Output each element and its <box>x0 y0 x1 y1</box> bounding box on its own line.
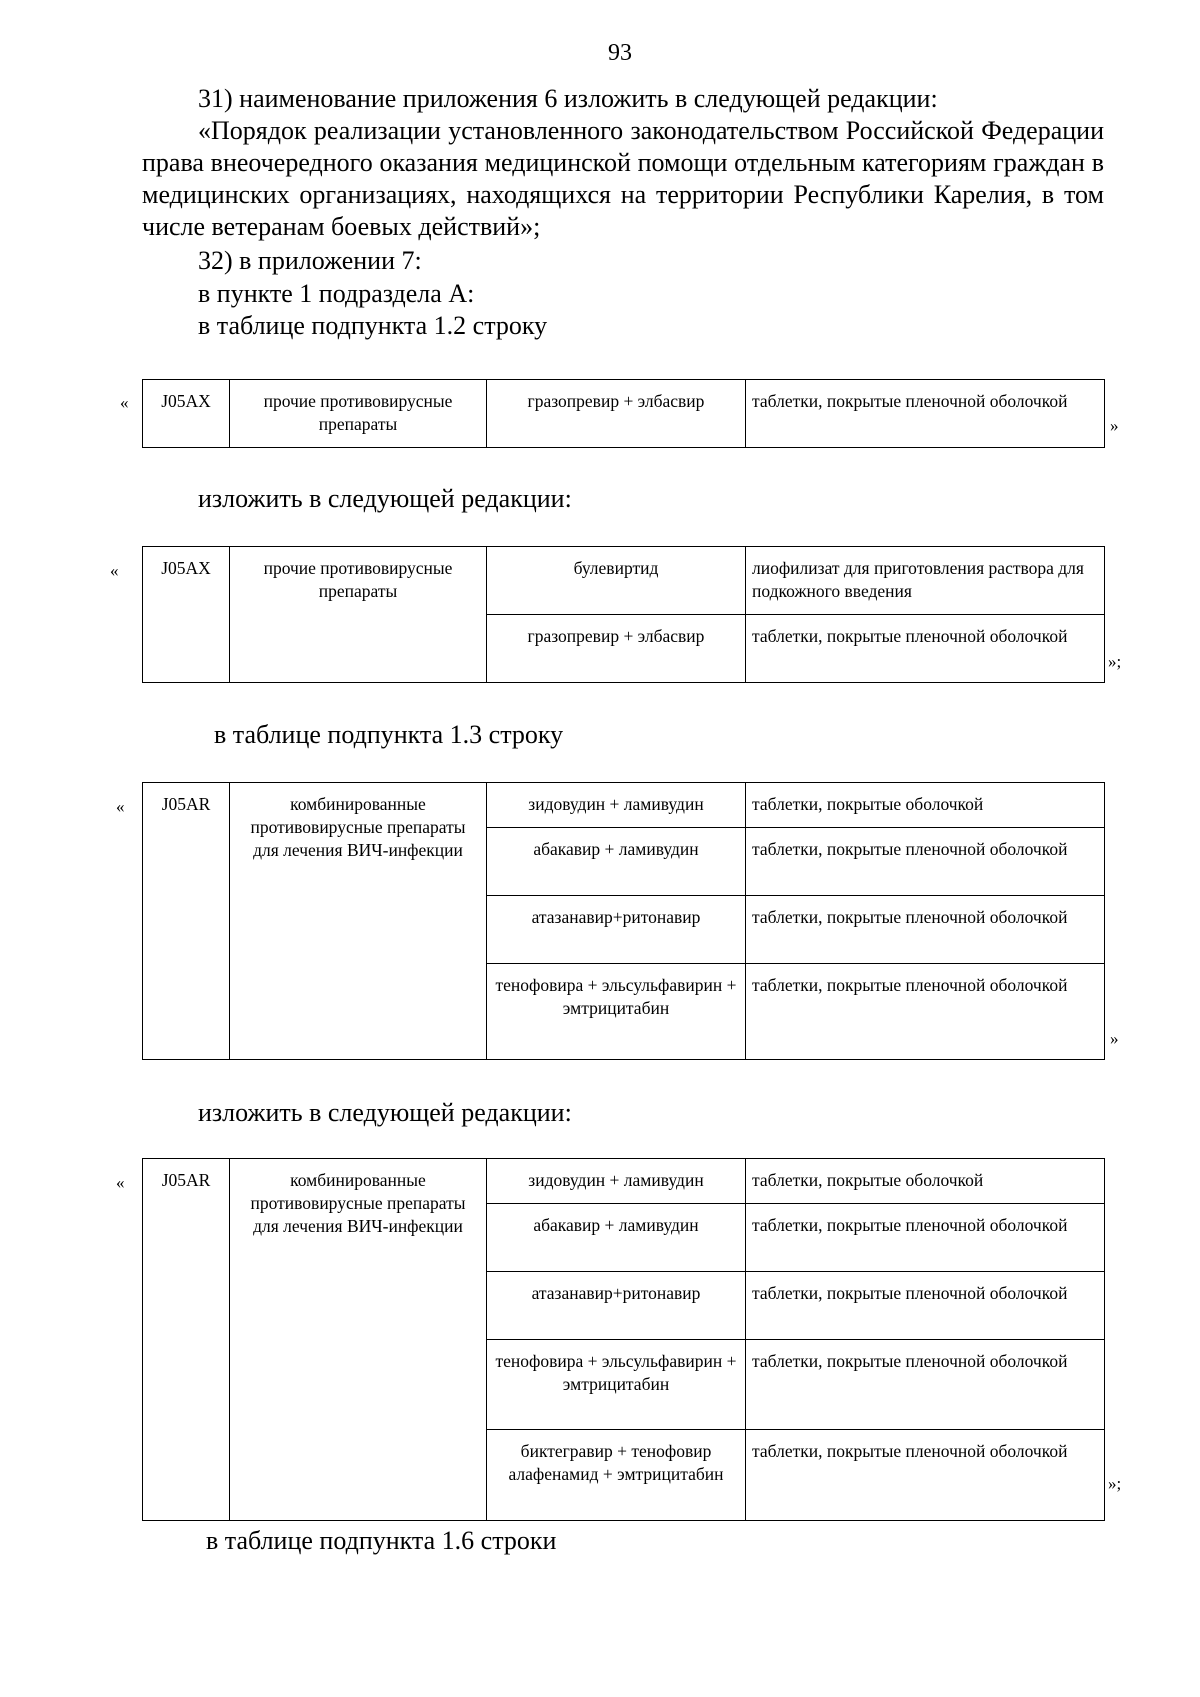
drug-name: абакавир + ламивудин <box>486 827 746 896</box>
dosage-form: таблетки, покрытые пленочной оболочкой <box>745 963 1105 1060</box>
quote-close-2: »; <box>1108 652 1122 671</box>
edit-phrase-1: изложить в следующей редакции: <box>198 484 572 513</box>
drug-name: булевиртид <box>486 546 746 615</box>
quote-open-2: « <box>110 561 119 580</box>
page-number: 93 <box>608 40 632 66</box>
dosage-form: таблетки, покрытые пленочной оболочкой <box>745 827 1105 896</box>
table-row: биктегравир + тенофовир алафенамид + эмт… <box>143 1429 1105 1521</box>
edit-phrase-2: изложить в следующей редакции: <box>198 1098 572 1127</box>
drug-name: биктегравир + тенофовир алафенамид + эмт… <box>486 1429 746 1521</box>
drug-name: атазанавир+ритонавир <box>486 895 746 964</box>
dosage-form: лиофилизат для приготовления раствора дл… <box>745 546 1105 615</box>
item-32-sub2: в таблице подпункта 1.2 строку <box>198 311 548 340</box>
table-row: J05AX прочие противовирусные препараты г… <box>142 379 1105 448</box>
drug-name: гразопревир + элбасвир <box>486 614 746 683</box>
drug-group: прочие противовирусные препараты <box>229 379 487 448</box>
dosage-form: таблетки, покрытые оболочкой <box>745 1158 1105 1204</box>
quote-close-1: » <box>1110 416 1119 435</box>
table-2: J05AX прочие противовирусные препараты б… <box>142 546 1105 683</box>
quote-open-1: « <box>120 393 129 412</box>
table-row: атазанавир+ритонавир таблетки, покрытые … <box>143 895 1105 964</box>
table-row: гразопревир + элбасвир таблетки, покрыты… <box>143 614 1105 683</box>
drug-name: зидовудин + ламивудин <box>486 782 746 828</box>
item-31-quote: «Порядок реализации установленного закон… <box>142 116 1104 241</box>
quote-close-4: »; <box>1108 1474 1122 1493</box>
quote-open-3: « <box>116 797 125 816</box>
atc-code: J05AX <box>142 379 230 448</box>
drug-name: абакавир + ламивудин <box>486 1203 746 1272</box>
item-32-sub1: в пункте 1 подраздела А: <box>198 279 475 308</box>
table-1: J05AX прочие противовирусные препараты г… <box>142 379 1105 448</box>
dosage-form: таблетки, покрытые пленочной оболочкой <box>745 1203 1105 1272</box>
table-row: абакавир + ламивудин таблетки, покрытые … <box>143 827 1105 896</box>
table-row: атазанавир+ритонавир таблетки, покрытые … <box>143 1271 1105 1340</box>
drug-group: прочие противовирусные препараты <box>229 546 487 683</box>
quote-open-4: « <box>116 1173 125 1192</box>
drug-name: атазанавир+ритонавир <box>486 1271 746 1340</box>
table-row: J05AX прочие противовирусные препараты б… <box>142 546 1105 683</box>
dosage-form: таблетки, покрытые пленочной оболочкой <box>745 379 1105 448</box>
dosage-form: таблетки, покрытые пленочной оболочкой <box>745 1339 1105 1430</box>
table-1-6-intro: в таблице подпункта 1.6 строки <box>206 1526 557 1555</box>
drug-name: тенофовира + эльсульфавирин + эмтрицитаб… <box>486 963 746 1060</box>
quote-close-3: » <box>1110 1029 1119 1048</box>
dosage-form: таблетки, покрытые пленочной оболочкой <box>745 614 1105 683</box>
dosage-form: таблетки, покрытые пленочной оболочкой <box>745 1429 1105 1521</box>
table-1-3-intro: в таблице подпункта 1.3 строку <box>214 720 564 749</box>
dosage-form: таблетки, покрытые пленочной оболочкой <box>745 895 1105 964</box>
table-4: J05AR комбинированные противовирусные пр… <box>142 1158 1105 1521</box>
drug-group: комбинированные противовирусные препарат… <box>229 1158 487 1521</box>
drug-name: зидовудин + ламивудин <box>486 1158 746 1204</box>
atc-code: J05AR <box>142 1158 230 1521</box>
dosage-form: таблетки, покрытые оболочкой <box>745 782 1105 828</box>
atc-code: J05AR <box>142 782 230 1060</box>
table-3: J05AR комбинированные противовирусные пр… <box>142 782 1105 1060</box>
table-row: тенофовира + эльсульфавирин + эмтрицитаб… <box>143 963 1105 1060</box>
drug-group: комбинированные противовирусные препарат… <box>229 782 487 1060</box>
dosage-form: таблетки, покрытые пленочной оболочкой <box>745 1271 1105 1340</box>
item-31: 31) наименование приложения 6 изложить в… <box>198 84 938 113</box>
table-row: J05AR комбинированные противовирусные пр… <box>142 1158 1105 1521</box>
item-32: 32) в приложении 7: <box>198 246 422 275</box>
atc-code: J05AX <box>142 546 230 683</box>
table-row: J05AR комбинированные противовирусные пр… <box>142 782 1105 1060</box>
drug-name: тенофовира + эльсульфавирин + эмтрицитаб… <box>486 1339 746 1430</box>
drug-name: гразопревир + элбасвир <box>486 379 746 448</box>
